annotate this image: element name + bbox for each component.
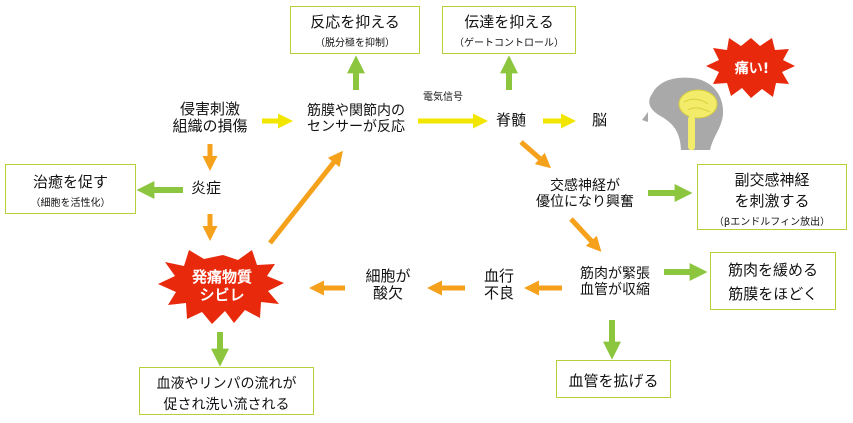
pain-burst-label: 痛い!	[734, 61, 770, 77]
parasympathetic-box: 副交感神経 を刺激する （βエンドルフィン放出）	[697, 164, 847, 230]
suppress-transmission-sub: （ゲートコントロール）	[454, 38, 564, 49]
suppress-transmission-title: 伝達を抑える	[464, 13, 554, 31]
cell-oxygen-node: 細胞が 酸欠	[348, 267, 428, 303]
pain-substance-line1: 発痛物質	[191, 268, 252, 286]
poor-bloodflow-node: 血行 不良	[470, 267, 528, 303]
dilate-vessels-title: 血管を拡げる	[568, 372, 659, 390]
flush-blood-box: 血液やリンパの流れが 促され洗い流される	[139, 367, 314, 415]
relax-muscle-box: 筋肉を緩める 筋膜をほどく	[710, 252, 836, 310]
poor-bloodflow-line1: 血行	[483, 267, 514, 285]
muscle-tension-line2: 血管が収縮	[580, 282, 650, 299]
cell-line2: 酸欠	[372, 284, 403, 303]
sympathetic-line1: 交感神経が	[550, 178, 620, 194]
pain-substance-node: 発痛物質 シビレ	[176, 268, 268, 304]
sympathetic-line2: 優位になり興奮	[536, 194, 634, 211]
relax-muscle-line2: 筋膜をほどく	[728, 285, 818, 303]
head-spine-icon	[642, 77, 724, 150]
parasympathetic-line1: 副交感神経	[734, 171, 810, 189]
flush-blood-line2: 促され洗い流される	[163, 397, 290, 413]
suppress-transmission-box: 伝達を抑える （ゲートコントロール）	[442, 6, 576, 54]
arrow-spinal-to-sympathetic	[519, 140, 552, 169]
suppress-reaction-box: 反応を抑える （脱分極を抑制）	[290, 6, 420, 54]
sensor-node: 筋膜や関節内の センサーが反応	[293, 103, 419, 135]
poor-bloodflow-line2: 不良	[483, 284, 514, 303]
cell-line1: 細胞が	[365, 267, 411, 285]
injury-node: 侵害刺激 組織の損傷	[160, 100, 260, 136]
injury-line1: 侵害刺激	[179, 100, 240, 118]
parasympathetic-line2: を刺激する	[734, 192, 810, 210]
sensor-line1: 筋膜や関節内の	[307, 103, 405, 119]
suppress-reaction-title: 反応を抑える	[310, 13, 400, 31]
brain-label: 脳	[592, 111, 608, 129]
suppress-reaction-sub: （脱分極を抑制）	[315, 38, 395, 49]
injury-line2: 組織の損傷	[172, 117, 248, 136]
pain-substance-burst-shape	[158, 250, 284, 324]
spinal-cord-label: 脊髄	[496, 111, 527, 129]
pain-burst-shape	[706, 38, 795, 98]
muscle-tension-line1: 筋肉が緊張	[580, 266, 650, 282]
pain-substance-line2: シビレ	[199, 286, 245, 304]
parasympathetic-sub: （βエンドルフィン放出）	[713, 217, 831, 228]
relax-muscle-line1: 筋肉を緩める	[727, 261, 818, 279]
inflammation-label: 炎症	[191, 179, 222, 197]
promote-healing-title: 治癒を促す	[32, 173, 108, 191]
muscle-tension-node: 筋肉が緊張 血管が収縮	[566, 266, 664, 298]
sympathetic-node: 交感神経が 優位になり興奮	[526, 178, 644, 210]
arrow-sympathetic-to-muscle	[569, 217, 602, 252]
flush-blood-line1: 血液やリンパの流れが	[156, 376, 297, 392]
promote-healing-box: 治癒を促す （細胞を活性化）	[5, 164, 136, 214]
sensor-line2: センサーが反応	[307, 119, 405, 136]
dilate-vessels-box: 血管を拡げる	[556, 360, 671, 398]
promote-healing-sub: （細胞を活性化）	[30, 198, 111, 209]
arrow-pain-to-sensor	[268, 150, 343, 245]
electric-signal-label: 電気信号	[423, 92, 463, 103]
